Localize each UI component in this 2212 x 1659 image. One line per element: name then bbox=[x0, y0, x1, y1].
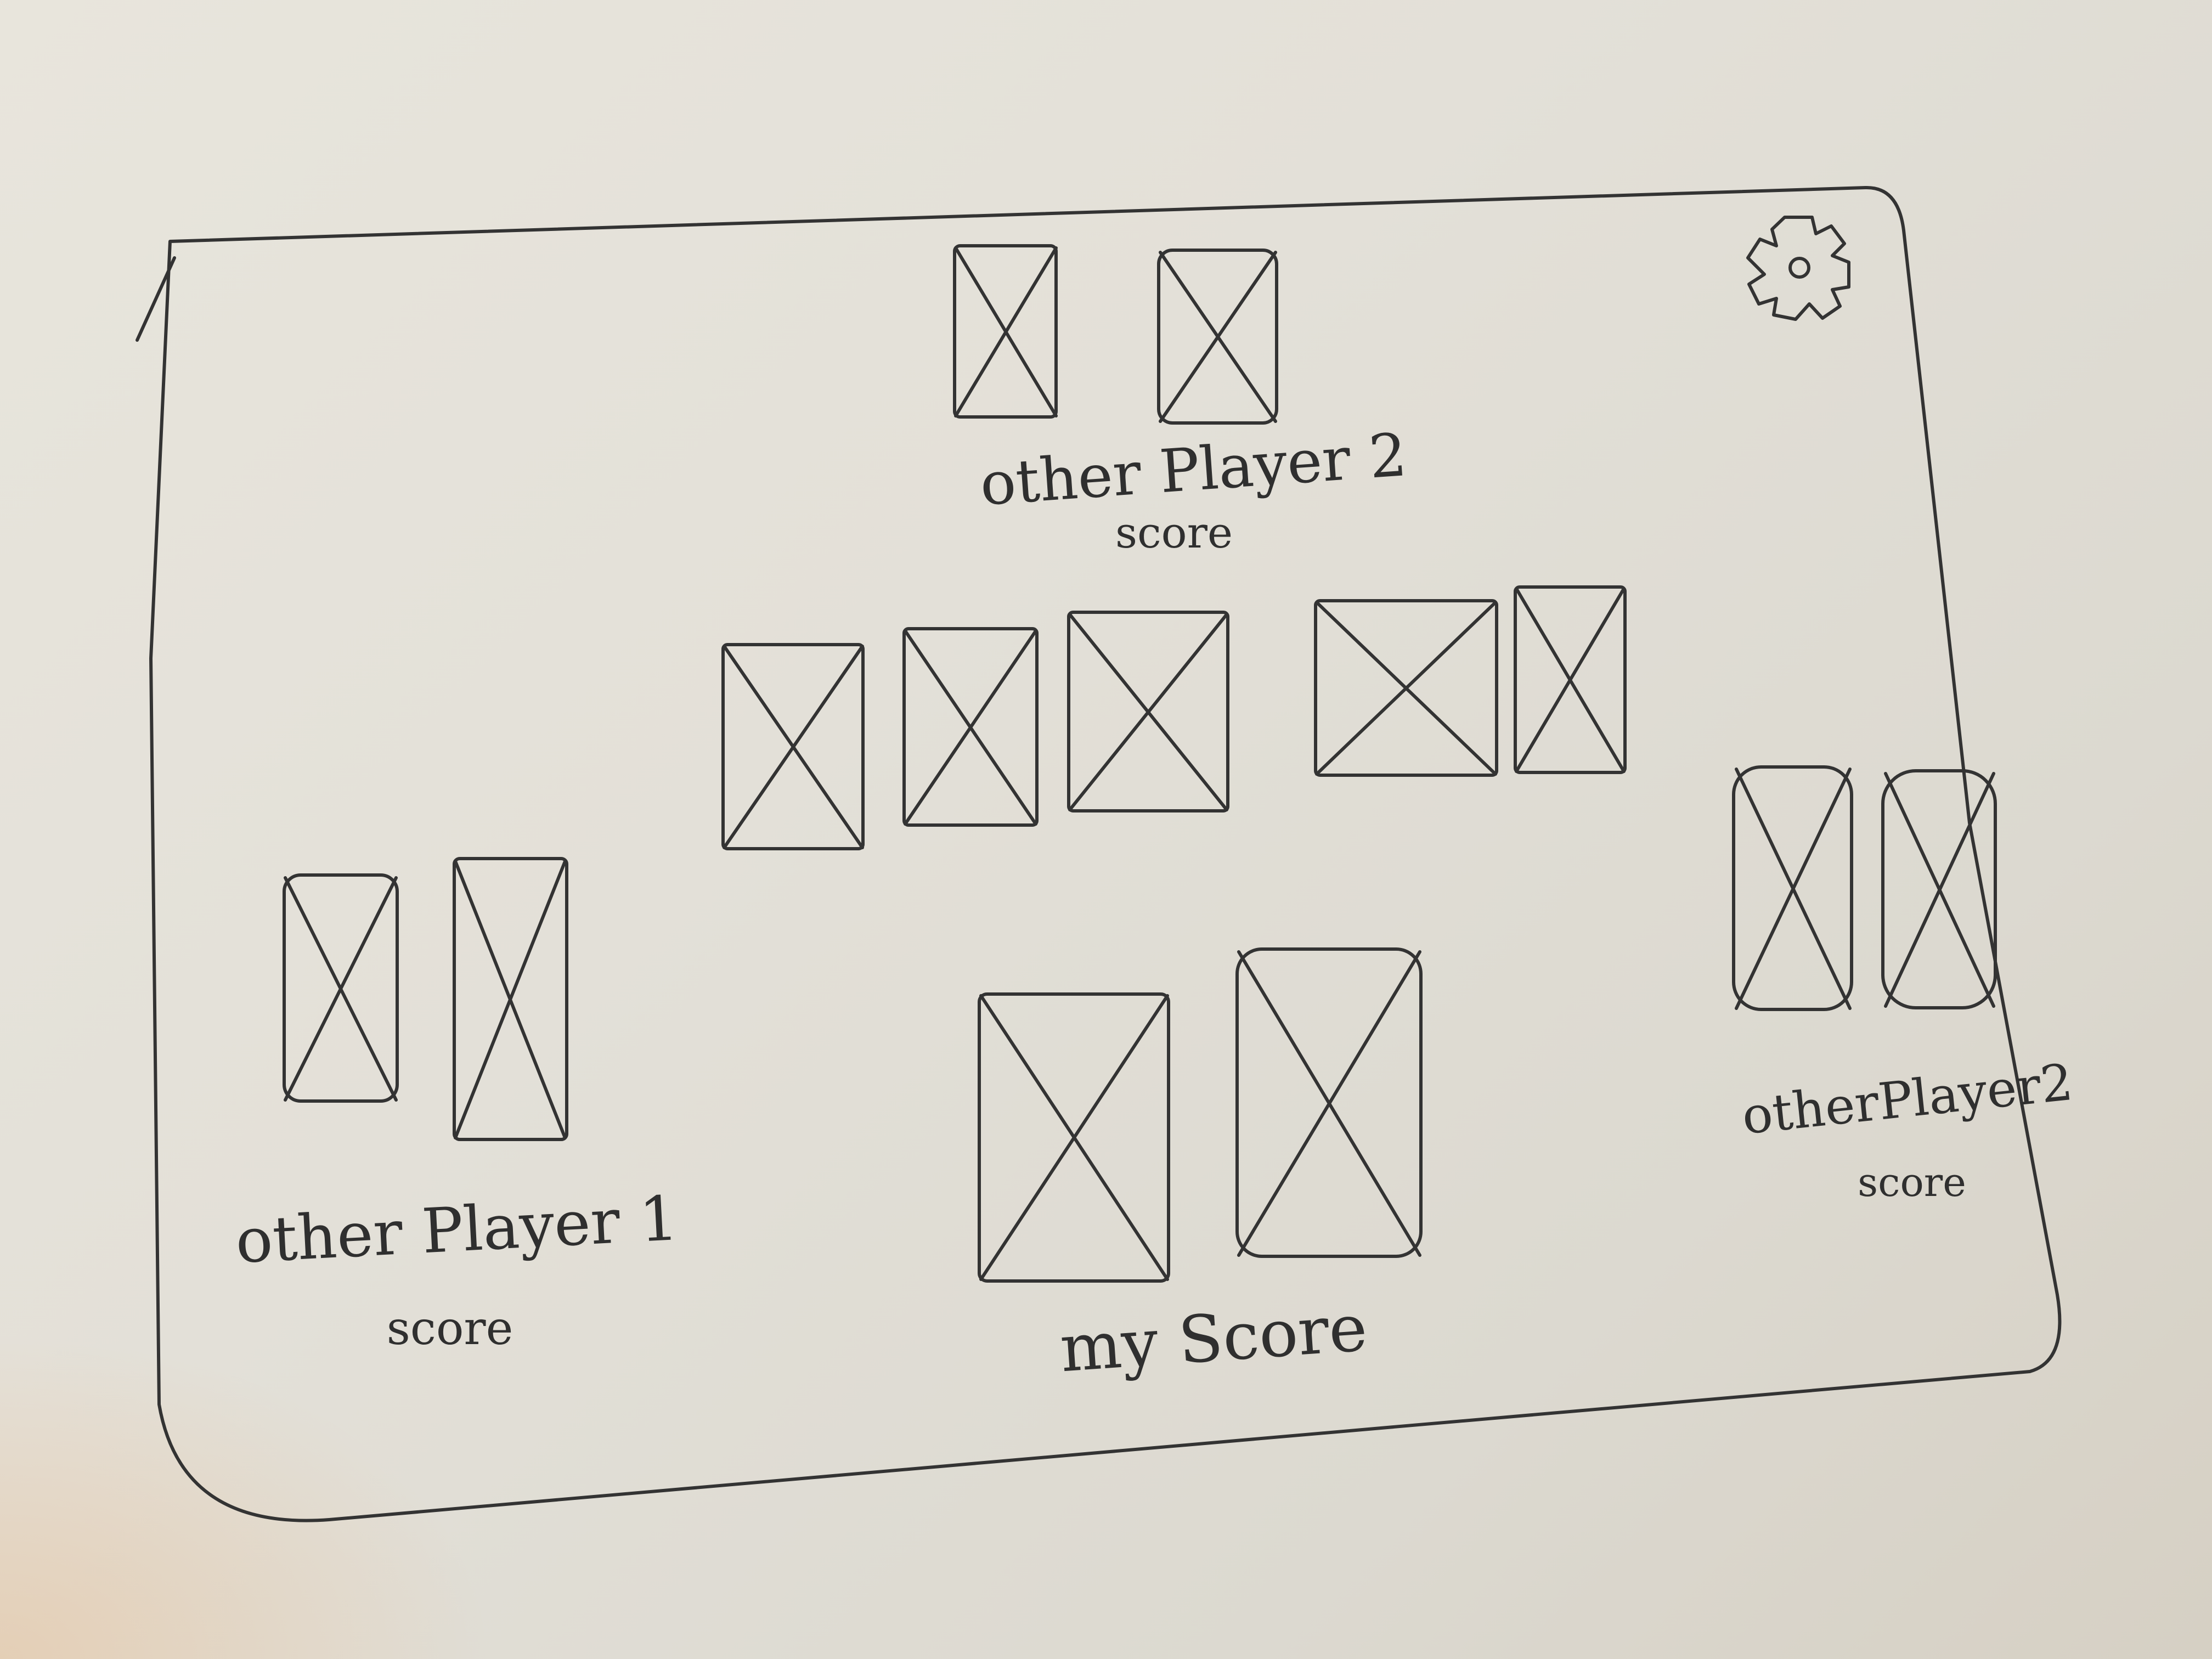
my-card[interactable] bbox=[1235, 947, 1423, 1258]
screen-frame bbox=[149, 185, 2062, 1522]
card-facedown[interactable] bbox=[453, 857, 568, 1141]
table-card[interactable] bbox=[1314, 599, 1498, 777]
right-player-hand bbox=[1732, 765, 1997, 1011]
community-cards bbox=[721, 585, 1627, 850]
player-score-right: score bbox=[1858, 1159, 1966, 1205]
table-card[interactable] bbox=[1514, 585, 1627, 774]
gear-icon[interactable] bbox=[1746, 216, 1850, 321]
my-hand bbox=[978, 947, 1423, 1283]
player-name-right: otherPlayer2 bbox=[1739, 1053, 2075, 1146]
top-player-hand bbox=[953, 244, 1278, 425]
player-name-left: other Player 1 bbox=[234, 1183, 680, 1277]
table-card[interactable] bbox=[721, 643, 865, 850]
player-score-left: score bbox=[387, 1301, 514, 1355]
player-score-top: score bbox=[1115, 509, 1233, 558]
card-facedown[interactable] bbox=[1732, 765, 1853, 1011]
table-card[interactable] bbox=[902, 627, 1039, 827]
left-player-hand bbox=[283, 857, 568, 1141]
card-facedown[interactable] bbox=[1881, 769, 1997, 1009]
player-name-top: other Player 2 bbox=[978, 421, 1409, 519]
frame-corner-mark bbox=[136, 256, 176, 342]
my-card[interactable] bbox=[978, 992, 1170, 1283]
card-facedown[interactable] bbox=[953, 244, 1058, 419]
card-facedown[interactable] bbox=[283, 873, 399, 1103]
my-score: my Score bbox=[1058, 1290, 1370, 1387]
table-card[interactable] bbox=[1067, 611, 1229, 812]
card-facedown[interactable] bbox=[1157, 249, 1278, 425]
